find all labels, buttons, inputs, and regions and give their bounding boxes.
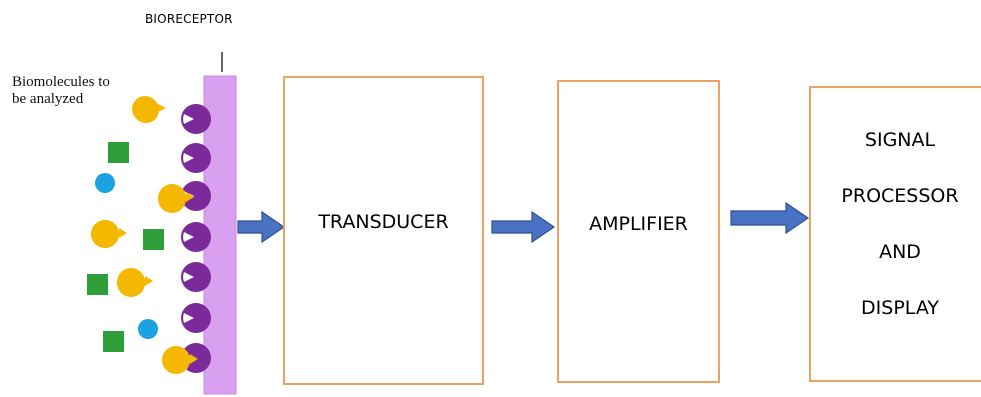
green-analyte-group [87, 142, 164, 352]
receptor-2 [181, 143, 211, 173]
yellow-analyte-group [91, 96, 198, 374]
blue-analyte-group [95, 173, 158, 339]
biomolecules-label-line2: be analyzed [12, 91, 84, 107]
biomolecules-label: Biomolecules to be analyzed [12, 74, 162, 108]
blue-analyte-1 [95, 173, 115, 193]
green-analyte-3 [87, 274, 108, 295]
biomolecules-label-line1: Biomolecules to [12, 74, 110, 90]
yellow-analyte-1-body [133, 97, 159, 123]
green-analyte-2 [143, 229, 164, 250]
signal-processor-line-3: AND [879, 241, 921, 263]
transducer-label: TRANSDUCER [318, 211, 449, 233]
signal-processor-line-2: PROCESSOR [841, 185, 959, 207]
transducer-block: TRANSDUCER [283, 76, 484, 385]
amplifier-label: AMPLIFIER [589, 213, 688, 235]
signal-processor-line-1: SIGNAL [864, 129, 936, 151]
yellow-analyte-3-body [91, 220, 119, 248]
green-analyte-1 [108, 142, 129, 163]
yellow-analyte-5-body [162, 346, 190, 374]
amplifier-block: AMPLIFIER [557, 80, 720, 383]
blue-analyte-2 [138, 319, 158, 339]
receptor-3 [181, 181, 211, 211]
receptor-5 [181, 262, 211, 292]
yellow-analyte-4-body [117, 269, 145, 297]
receptor-1 [181, 103, 212, 134]
yellow-analyte-2-body [158, 185, 186, 213]
receptor-6 [181, 303, 211, 333]
bioreceptor-label: BIORECEPTOR [145, 12, 233, 26]
receptor-4 [181, 222, 211, 252]
signal-processor-line-4: DISPLAY [861, 297, 939, 319]
signal-processor-block: SIGNAL PROCESSOR AND DISPLAY [809, 86, 981, 382]
receptor-group [181, 103, 212, 373]
green-analyte-4 [103, 331, 124, 352]
signal-processor-label: SIGNAL PROCESSOR AND DISPLAY [811, 128, 981, 352]
